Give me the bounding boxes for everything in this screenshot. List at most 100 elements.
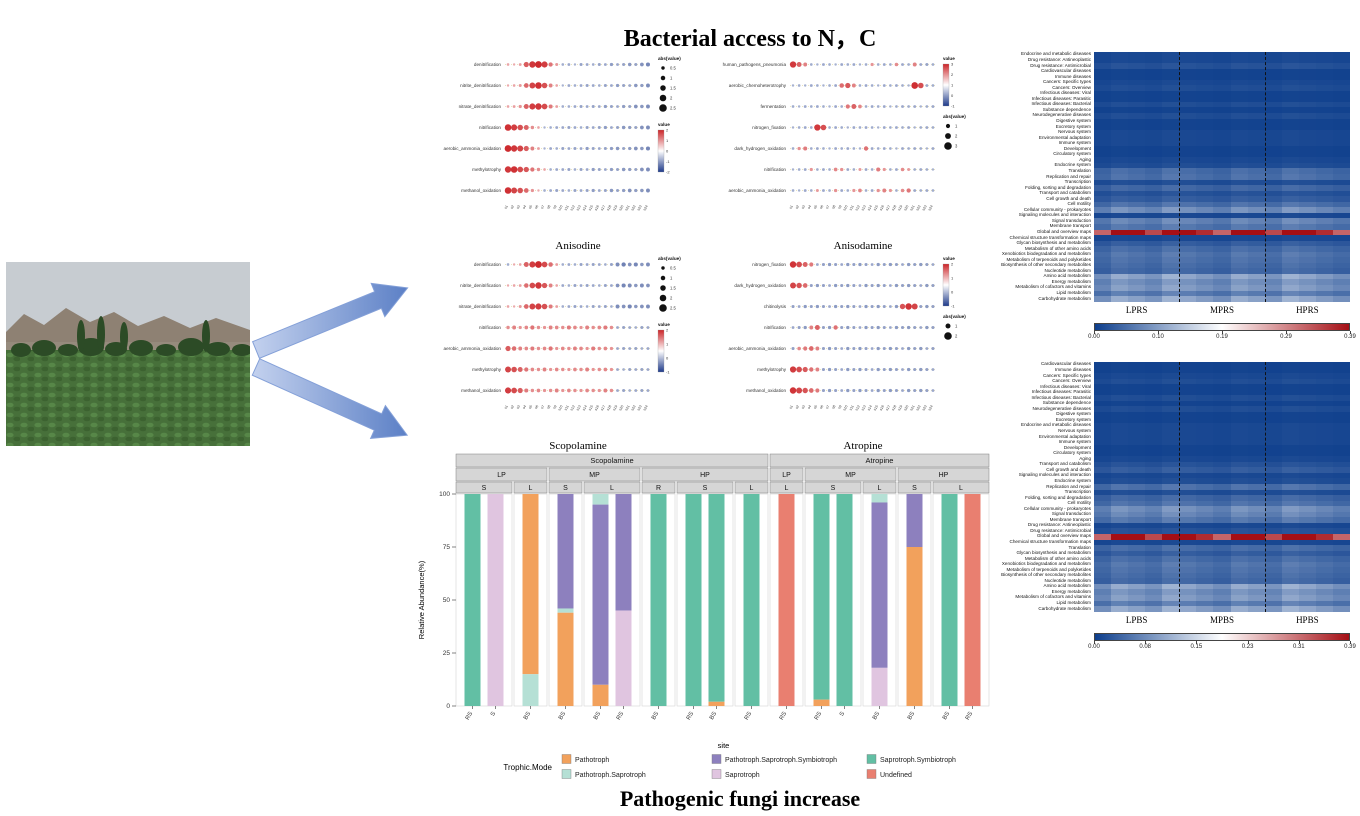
heatmap-cell [1213,162,1231,169]
heatmap-cell [1298,135,1316,141]
dot [523,61,529,68]
heatmap-cell [1315,124,1333,130]
heatmap-cell [1128,129,1146,136]
heatmap-row-label: Aging [1079,156,1091,162]
heatmap-cell [1264,96,1282,102]
heatmap-cell [1264,472,1282,479]
heatmap-cell [1145,428,1163,435]
dot [517,145,524,152]
heatmap-cell [1230,373,1248,379]
column-group-label: HPRS [1296,304,1319,315]
heatmap-row-label: Cardiovascular diseases [1040,361,1091,367]
dot [524,283,529,288]
heatmap-cell [1213,151,1231,158]
heatmap-cell [1264,201,1282,208]
dot [609,104,613,109]
heatmap-cell [1281,417,1299,424]
heatmap-cell [1111,229,1129,236]
dot [622,146,626,151]
heatmap-cell [1247,151,1265,158]
dot [628,125,632,130]
heatmap-cell [1213,113,1231,119]
heatmap-cell [1213,561,1231,568]
facet-strip-label: L [959,485,963,492]
dot [840,63,844,66]
x-tick-label: s1 [504,205,509,210]
heatmap-cell [1264,90,1282,97]
dot [913,189,917,192]
heatmap-cell [1264,229,1282,236]
heatmap-cell [1128,146,1146,152]
heatmap-cell [1111,107,1129,114]
legend-swatch [561,769,572,779]
heatmap-cell [1264,367,1282,374]
dot [901,347,904,350]
heatmap-cell [1247,140,1265,147]
heatmap-cell [1298,567,1316,573]
heatmap-cell [1179,561,1197,568]
heatmap-cell [1298,450,1316,457]
heatmap-cell [1162,472,1180,479]
heatmap-cell [1145,218,1163,224]
heatmap-row-label: Immune diseases [1054,367,1091,373]
dot [640,83,644,88]
heatmap-cell [1094,594,1112,601]
dot [864,304,868,309]
heatmap-cell [1281,428,1299,435]
dot [548,83,553,88]
dot [913,388,917,393]
dot [646,368,650,371]
x-tick-label: s4 [522,405,527,410]
heatmap-row-label: Substance dependence [1042,400,1091,406]
heatmap-row-label: Metabolism of terpenoids and polyketides [1006,566,1091,572]
facet-strip-label: R [656,485,661,492]
heatmap-cell [1111,373,1129,379]
heatmap-cell [1128,207,1146,213]
heatmap-cell [1111,556,1129,562]
heatmap-cell [1145,522,1163,529]
dot [907,105,910,108]
heatmap-cell [1196,207,1214,213]
heatmap-cell [1281,528,1299,534]
dot [833,325,838,330]
dot [523,262,529,267]
heatmap-cell [1298,196,1316,202]
heatmap-cell [1315,606,1333,612]
heatmap-cell [1230,556,1248,562]
heatmap-cell [1230,262,1248,269]
heatmap-cell [1145,550,1163,557]
heatmap-row-cells [1094,472,1350,479]
heatmap-cell [1162,290,1180,297]
heatmap-cell [1230,461,1248,468]
heatmap-cell [1230,246,1248,252]
heatmap-cell [1247,185,1265,191]
dot [809,304,813,309]
heatmap-cell [1196,489,1214,496]
heatmap-cell [1094,522,1112,529]
heatmap-cell [1196,246,1214,252]
dot [567,125,571,130]
heatmap-row-label: Metabolism of other amino acids [1024,555,1091,561]
heatmap-cell [1094,52,1112,58]
x-tick-label: s2 [510,205,515,210]
dot [789,387,797,394]
heatmap-cell [1247,456,1265,462]
dot [828,84,831,87]
heatmap-row: Substance dependence [982,107,1360,114]
heatmap-cell [1315,284,1333,291]
dot [523,188,529,193]
dot [609,262,613,267]
heatmap-row: Cell motility [982,202,1360,208]
color-scale-tick-label: 0.23 [1241,643,1254,650]
heatmap-cell [1230,223,1248,230]
dot [895,147,898,150]
x-tick-label: s15 [588,205,594,212]
color-scale-tick-label: 0.00 [1088,333,1100,340]
dot [541,82,548,89]
heatmap-row: Signaling molecules and interaction [982,473,1360,479]
heatmap-cell [1247,284,1265,291]
heatmap-cell [1298,489,1316,496]
heatmap-cell [1145,151,1163,158]
heatmap-cell [1332,428,1350,435]
heatmap-row-label: Signal transduction [1051,511,1091,517]
